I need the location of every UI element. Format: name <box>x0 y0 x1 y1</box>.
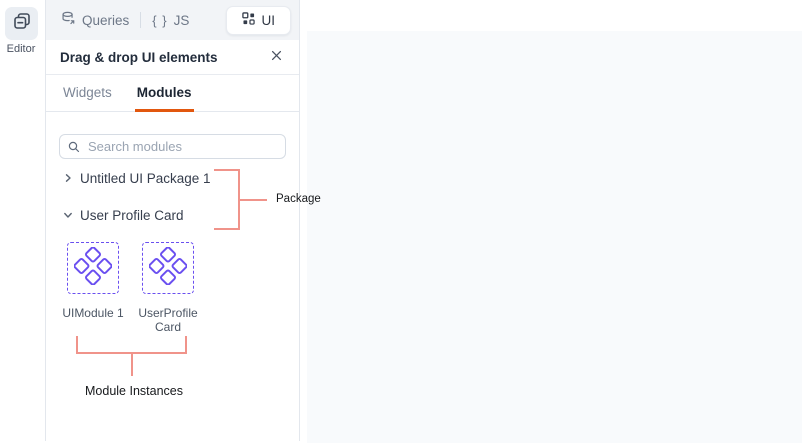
module-card-userprofilecard[interactable]: UserProfileCard <box>136 242 200 334</box>
module-instances-annotation-label: Module Instances <box>85 384 183 398</box>
queries-tab-label: Queries <box>82 12 130 28</box>
panel-title: Drag & drop UI elements <box>60 49 218 65</box>
chevron-down-icon <box>62 210 73 220</box>
segment-divider <box>140 12 142 28</box>
search-modules-input[interactable] <box>59 134 286 159</box>
editor-button[interactable] <box>5 7 38 40</box>
package-label: User Profile Card <box>80 207 184 223</box>
panel-tabs: Widgets Modules <box>46 75 299 112</box>
ui-tab-label: UI <box>261 12 276 28</box>
ui-elements-panel: Queries { } JS UI Drag & drop UI element… <box>45 0 300 441</box>
package-annotation-label: Package <box>276 193 321 205</box>
js-tab-label: JS <box>173 12 190 28</box>
module-card-label: UserProfileCard <box>138 306 198 334</box>
module-dashed-box <box>67 242 119 294</box>
left-rail: Editor <box>0 0 45 441</box>
module-card-uimodule1[interactable]: UIModule 1 <box>61 242 125 334</box>
ui-tab[interactable]: UI <box>225 5 291 35</box>
js-tab[interactable]: { } JS <box>152 13 189 28</box>
panel-header: Drag & drop UI elements <box>46 40 299 75</box>
editor-canvas <box>307 31 802 443</box>
module-instance-grid: UIModule 1 UserProfileCard <box>46 242 299 334</box>
module-card-label: UIModule 1 <box>62 306 124 320</box>
editor-label: Editor <box>6 43 36 55</box>
queries-tab[interactable]: Queries <box>61 11 129 29</box>
database-icon <box>61 11 76 29</box>
package-annotation-stem <box>240 199 267 201</box>
tab-widgets[interactable]: Widgets <box>63 85 112 100</box>
editor-segmented-control: Queries { } JS UI <box>46 0 299 40</box>
grid-icon <box>241 12 255 28</box>
chevron-right-icon <box>62 173 73 183</box>
search-icon <box>68 140 80 158</box>
packages-tree: Untitled UI Package 1 User Profile Card <box>46 168 299 225</box>
tab-modules[interactable]: Modules <box>134 75 194 112</box>
module-dashed-box <box>142 242 194 294</box>
braces-icon: { } <box>152 12 168 28</box>
module-diamonds-icon <box>148 245 188 290</box>
close-panel-button[interactable] <box>267 48 285 66</box>
module-instances-annotation-stem <box>131 352 133 376</box>
package-label: Untitled UI Package 1 <box>80 170 211 186</box>
editor-pages-icon <box>12 11 32 36</box>
close-icon <box>271 48 282 66</box>
package-row-user-profile-card[interactable]: User Profile Card <box>46 205 299 225</box>
module-diamonds-icon <box>73 245 113 290</box>
package-row-untitled-ui-package-1[interactable]: Untitled UI Package 1 <box>46 168 299 188</box>
search-box <box>59 134 286 159</box>
package-annotation-bracket <box>214 169 240 230</box>
